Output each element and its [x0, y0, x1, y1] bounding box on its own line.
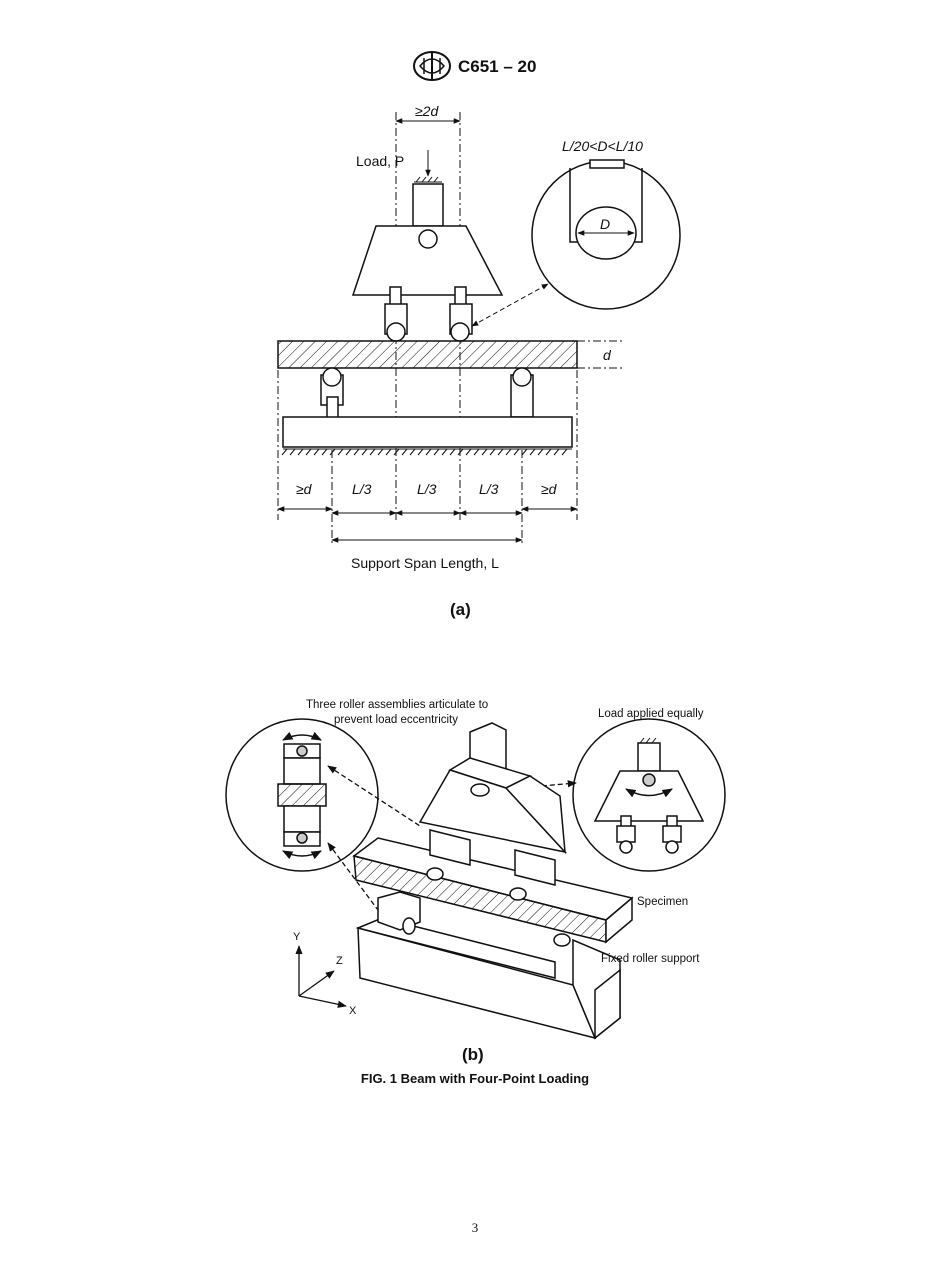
note-left-2: prevent load eccentricity [334, 714, 458, 726]
specimen-label: Specimen [637, 896, 688, 908]
figure-b-diagram: Three roller assemblies articulate to pr… [225, 699, 726, 1040]
load-label: Load, P [356, 153, 404, 169]
axis-z-label: Z [336, 955, 343, 967]
fixed-support-label: Fixed roller support [601, 953, 700, 965]
figure-caption: FIG. 1 Beam with Four-Point Loading [360, 1071, 590, 1086]
top-dim-label: ≥2d [415, 103, 439, 119]
page-number: 3 [471, 1220, 479, 1235]
note-right: Load applied equally [598, 708, 704, 720]
inset-label: L/20<D<L/10 [562, 138, 643, 154]
thickness-label: d [603, 347, 612, 363]
span-label: Support Span Length, L [351, 555, 499, 571]
figure-a-label: (a) [450, 600, 471, 619]
astm-logo-icon [413, 51, 451, 81]
dim-ge-d-left: ≥d [296, 481, 313, 497]
figure-b-label: (b) [462, 1045, 484, 1064]
inset-d-label: D [600, 216, 610, 232]
dim-l3-2: L/3 [417, 481, 437, 497]
note-left-1: Three roller assemblies articulate to [306, 699, 488, 711]
axis-y-label: Y [293, 931, 301, 943]
dim-l3-3: L/3 [479, 481, 499, 497]
standard-designation: C651 – 20 [458, 57, 537, 76]
axis-x-label: X [349, 1005, 357, 1017]
dim-l3-1: L/3 [352, 481, 372, 497]
figure-a-diagram: ≥2d Load, P d [277, 103, 681, 571]
dim-ge-d-right: ≥d [541, 481, 558, 497]
